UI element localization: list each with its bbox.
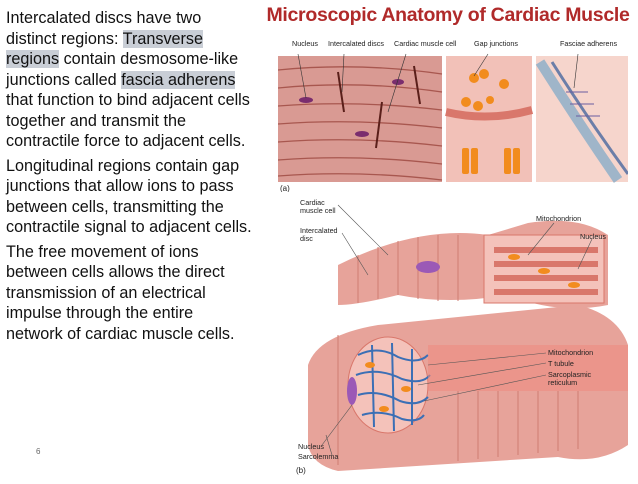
panel-a-letter: (a)	[280, 184, 290, 192]
adherens-filaments	[566, 91, 600, 117]
label-cardiac-cell-line1: Cardiac	[300, 198, 325, 207]
label-sr-line1: Sarcoplasmic	[548, 370, 592, 379]
label-gap-junctions: Gap junctions	[474, 39, 518, 48]
panel-a: Nucleus Intercalated discs Cardiac muscl…	[277, 40, 630, 193]
label-fasciae-adherens: Fasciae adherens	[560, 39, 618, 48]
text-run: that function to bind adjacent cells tog…	[6, 91, 250, 150]
intercalated-disc-marks	[337, 65, 421, 149]
myofibrils-top	[494, 247, 598, 295]
panel-b-illustration: (b)	[296, 204, 628, 475]
label-intercalated-line2: disc	[300, 234, 313, 243]
label-nucleus-a: Nucleus	[292, 39, 318, 48]
leader-lines-a	[297, 53, 407, 113]
highlight-fascia-adherens: fascia adherens	[121, 70, 236, 89]
t-tubule-network	[355, 342, 431, 432]
text-run: contain desmosome-like junctions called	[6, 50, 239, 89]
label-mitochondrion: Mitochondrion	[548, 348, 594, 357]
panel-b-letter: (b)	[296, 466, 306, 475]
nucleus-bottom-shape	[347, 377, 357, 405]
label-nucleus-bottom: Nucleus	[298, 442, 324, 451]
paragraph-ion-movement: The free movement of ions between cells …	[6, 242, 235, 343]
slide-number: 6	[36, 447, 41, 456]
label-sarcolemma: Sarcolemma	[298, 452, 339, 461]
gap-junction-channels	[461, 69, 520, 174]
panel-a-illustration: (a)	[277, 53, 630, 193]
leader-lines-b-top	[337, 204, 593, 276]
leader-lines-b-bottom	[321, 352, 547, 456]
panel-b: Cardiac muscle cell Intercalated disc Mi…	[278, 195, 636, 479]
nucleus-top-shape	[416, 261, 440, 273]
label-intercalated-discs: Intercalated discs	[328, 39, 384, 48]
nuclei	[299, 79, 404, 137]
label-sr-line2: reticulum	[548, 378, 578, 387]
text-run: Intercalated discs have two distinct reg…	[6, 9, 202, 48]
paragraph-transverse: Intercalated discs have two distinct reg…	[6, 8, 252, 152]
label-cardiac-muscle-cell-a: Cardiac muscle cell	[394, 39, 457, 48]
mitochondria-bottom	[365, 362, 411, 412]
label-cardiac-cell-line2: muscle cell	[300, 206, 336, 215]
label-t-tubule: T tubule	[548, 359, 574, 368]
label-mitochondrion-top: Mitochondrion	[536, 214, 582, 223]
body-text: Intercalated discs have two distinct reg…	[6, 8, 252, 348]
mitochondria-top	[508, 254, 580, 288]
paragraph-longitudinal: Longitudinal regions contain gap junctio…	[6, 156, 252, 237]
cardiac-muscle-figure: Microscopic Anatomy of Cardiac Muscle Nu…	[258, 0, 638, 479]
label-nucleus-top: Nucleus	[580, 232, 606, 241]
label-intercalated-line1: Intercalated	[300, 226, 338, 235]
micrograph-image	[278, 56, 442, 182]
striation-lines	[277, 66, 443, 181]
lower-striations	[337, 335, 579, 465]
figure-title: Microscopic Anatomy of Cardiac Muscle	[266, 4, 630, 26]
